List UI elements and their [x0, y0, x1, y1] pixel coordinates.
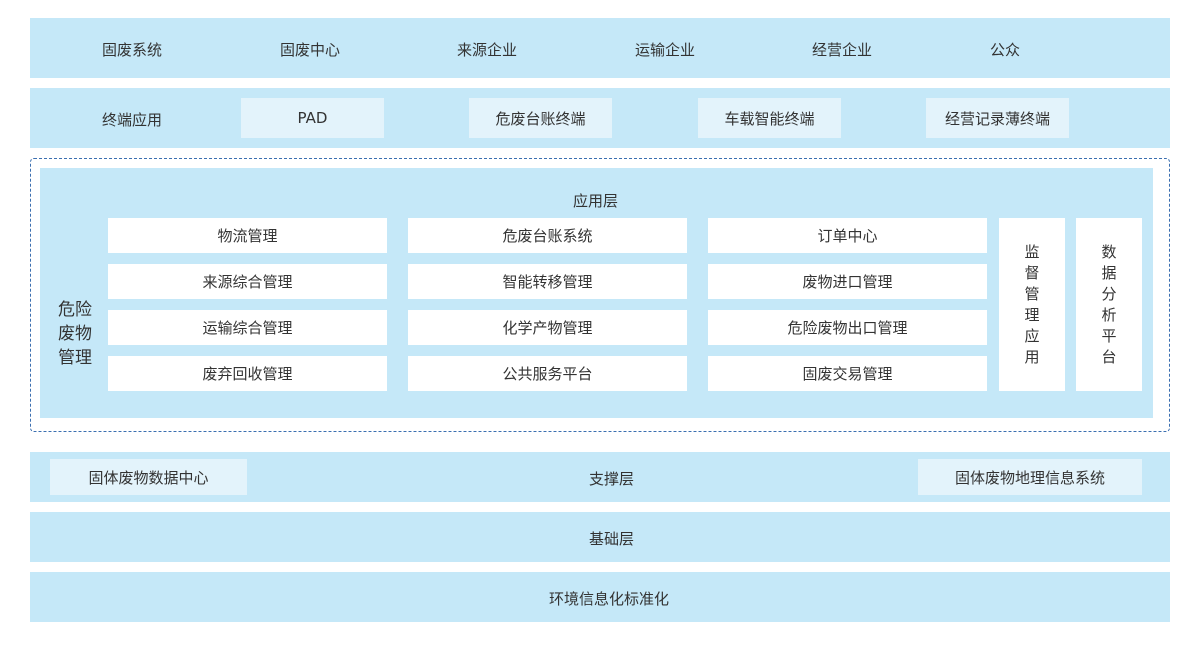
- app-module: 危废台账系统: [408, 218, 687, 253]
- app-module: 废物进口管理: [708, 264, 987, 299]
- app-module: 化学产物管理: [408, 310, 687, 345]
- terminal-label: 终端应用: [102, 111, 163, 129]
- user-label: 运输企业: [635, 41, 696, 59]
- app-module: 固废交易管理: [708, 356, 987, 391]
- support-title: 支撑层: [589, 470, 635, 488]
- user-label: 经营企业: [812, 41, 873, 59]
- user-label: 来源企业: [457, 41, 518, 59]
- app-module: 来源综合管理: [108, 264, 387, 299]
- user-label: 固废系统: [102, 41, 163, 59]
- support-item: 固体废物数据中心: [50, 459, 247, 495]
- app-module: 公共服务平台: [408, 356, 687, 391]
- user-label: 公众: [990, 41, 1021, 59]
- support-layer: 固体废物数据中心 支撑层 固体废物地理信息系统: [30, 452, 1170, 502]
- terminal-item: PAD: [241, 98, 384, 138]
- user-label: 固废中心: [280, 41, 341, 59]
- app-module: 物流管理: [108, 218, 387, 253]
- app-module: 智能转移管理: [408, 264, 687, 299]
- hazard-panel: 危险 废物 管理 应用层 物流管理 来源综合管理 运输综合管理 废弃回收管理 危…: [40, 168, 1153, 418]
- hazard-side-label: 危险 废物 管理: [58, 300, 92, 368]
- app-module: 危险废物出口管理: [708, 310, 987, 345]
- data-analysis-panel: 数 据 分 析 平 台: [1076, 218, 1142, 391]
- standard-layer: 环境信息化标准化: [30, 572, 1170, 622]
- terminal-layer: 终端应用 PAD 危废台账终端 车载智能终端 经营记录薄终端: [30, 88, 1170, 148]
- terminal-item: 危废台账终端: [469, 98, 612, 138]
- terminal-item: 车载智能终端: [698, 98, 841, 138]
- app-module: 订单中心: [708, 218, 987, 253]
- standard-title: 环境信息化标准化: [549, 590, 670, 608]
- app-module: 运输综合管理: [108, 310, 387, 345]
- foundation-title: 基础层: [589, 530, 635, 548]
- foundation-layer: 基础层: [30, 512, 1170, 562]
- support-item: 固体废物地理信息系统: [918, 459, 1142, 495]
- app-layer-title: 应用层: [573, 192, 619, 210]
- app-module: 废弃回收管理: [108, 356, 387, 391]
- terminal-item: 经营记录薄终端: [926, 98, 1069, 138]
- user-layer: 固废系统 固废中心 来源企业 运输企业 经营企业 公众: [30, 18, 1170, 78]
- hazard-container: [30, 158, 1170, 432]
- supervision-app-panel: 监 督 管 理 应 用: [999, 218, 1065, 391]
